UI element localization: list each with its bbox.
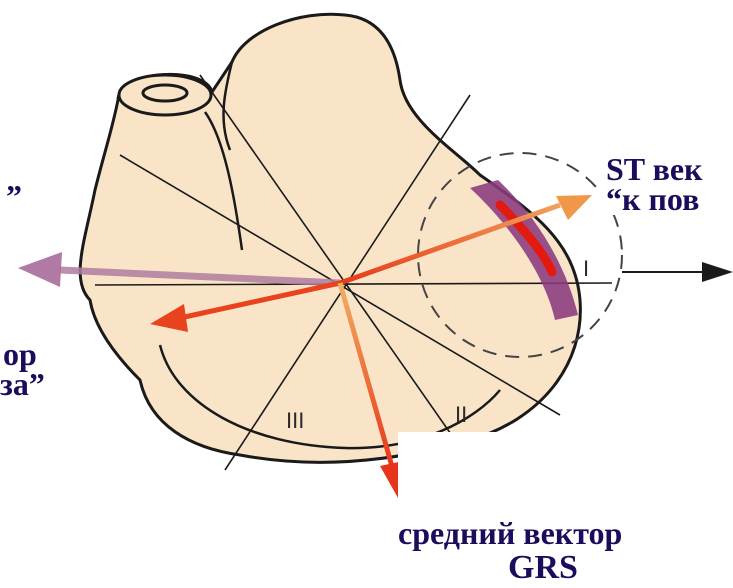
st-label-line2: “к пов: [606, 183, 699, 215]
aorta-opening: [119, 75, 211, 115]
left-top-label: ”: [6, 180, 22, 212]
qrs-label-line1: средний вектор: [398, 517, 622, 549]
left-mid-label-line2: за”: [0, 368, 45, 400]
qrs-label-line2: GRS: [508, 551, 578, 585]
lead-one-label: I: [583, 256, 589, 281]
lead-three-label: III: [286, 408, 304, 433]
lead-two-label: II: [455, 402, 467, 427]
external-arrow-right: [622, 262, 733, 282]
bottom-blank-box: [176, 545, 336, 588]
